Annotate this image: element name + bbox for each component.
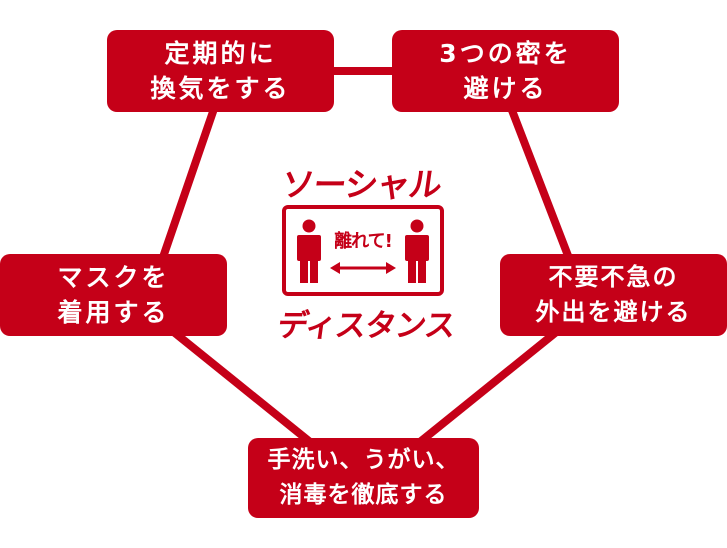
avoid-outing-line2: 外出を避ける (535, 298, 692, 326)
connector-left-upper (156, 98, 221, 268)
connector-right-lower (407, 321, 568, 454)
distance-sign: 離れて! (282, 205, 444, 296)
social-title: ソーシャル (278, 165, 444, 204)
distance-title: ディスタンス (274, 308, 458, 344)
wash-box: 手洗い、うがい、 消毒を徹底する (248, 438, 479, 518)
mask-line2: 着用する (57, 298, 170, 327)
person-icon (405, 219, 429, 283)
avoid-3c-box: 3つの密を 避ける (392, 30, 619, 112)
person-icon (297, 219, 321, 283)
avoid-3c-line1: 3つの密を (439, 39, 572, 68)
wash-line1: 手洗い、うがい、 (267, 447, 460, 473)
connector-left-lower (162, 321, 323, 454)
ventilate-box: 定期的に 換気をする (107, 30, 334, 112)
wash-line2: 消毒を徹底する (279, 482, 448, 508)
double-arrow-icon (330, 262, 396, 274)
sign-text: 離れて! (334, 231, 393, 252)
avoid-outing-box: 不要不急の 外出を避ける (500, 254, 727, 336)
avoid-outing-line1: 不要不急の (548, 263, 679, 291)
mask-line1: マスクを (57, 263, 170, 292)
mask-box: マスクを 着用する (0, 254, 227, 336)
ventilate-line1: 定期的に (164, 39, 277, 68)
connector-right-upper (504, 98, 576, 268)
avoid-3c-line2: 避ける (463, 74, 548, 103)
ventilate-line2: 換気をする (150, 74, 291, 103)
